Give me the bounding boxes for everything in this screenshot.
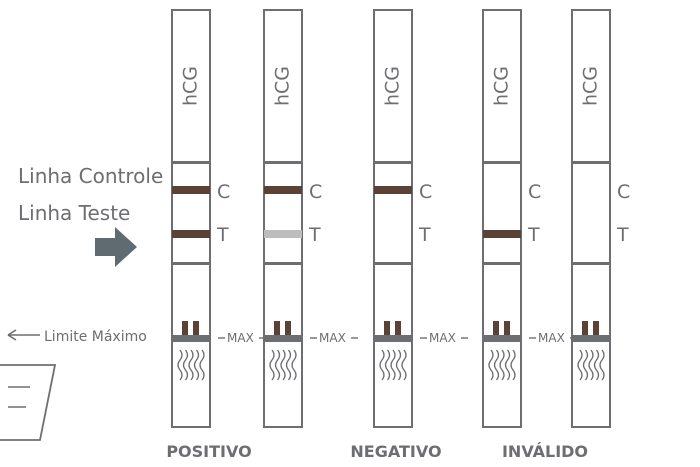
test-band xyxy=(172,230,210,238)
indicator-tab xyxy=(593,321,599,335)
indicator-tab xyxy=(274,321,280,335)
test-strip: hCG CT MAX xyxy=(263,9,358,428)
strip-bottom-section xyxy=(482,263,522,428)
indicator-tab xyxy=(582,321,588,335)
result-label: INVÁLIDO xyxy=(502,442,588,461)
test-strip: hCG CT MAX xyxy=(171,9,266,428)
t-label: T xyxy=(308,224,321,246)
result-window xyxy=(373,162,413,264)
cup-icon xyxy=(0,364,57,441)
c-label: C xyxy=(309,181,322,203)
strip-bottom-section xyxy=(571,263,611,428)
c-label: C xyxy=(617,181,630,203)
indicator-tab xyxy=(493,321,499,335)
max-label: MAX xyxy=(227,331,254,345)
absorbent-waves-icon xyxy=(177,349,205,381)
test-strip: hCG CT xyxy=(571,9,630,428)
result-window xyxy=(482,162,522,264)
max-label: MAX xyxy=(319,331,346,345)
c-label: C xyxy=(217,181,230,203)
control-band xyxy=(374,186,412,194)
control-line-label: Linha Controle xyxy=(18,164,163,188)
max-line-bar xyxy=(571,335,611,342)
arrow-right-icon xyxy=(95,227,137,267)
hcg-label: hCG xyxy=(580,66,602,106)
result-window xyxy=(171,162,211,264)
test-strip: hCG CT MAX xyxy=(482,9,577,428)
indicator-tab xyxy=(504,321,510,335)
absorbent-waves-icon xyxy=(577,349,605,381)
t-label: T xyxy=(527,224,540,246)
test-strip: hCG CT MAX xyxy=(373,9,468,428)
control-band xyxy=(264,186,302,194)
strip-bottom-section xyxy=(171,263,211,428)
indicator-tab xyxy=(193,321,199,335)
result-window xyxy=(571,162,611,264)
max-line-bar xyxy=(263,335,303,342)
hcg-label: hCG xyxy=(491,66,513,106)
hcg-label: hCG xyxy=(272,66,294,106)
t-label: T xyxy=(216,224,229,246)
t-label: T xyxy=(418,224,431,246)
result-window xyxy=(263,162,303,264)
indicator-tab xyxy=(182,321,188,335)
test-band xyxy=(264,230,302,238)
control-band xyxy=(172,186,210,194)
hcg-label: hCG xyxy=(382,66,404,106)
strip-bottom-section xyxy=(263,263,303,428)
max-line-bar xyxy=(171,335,211,342)
arrow-left-icon xyxy=(7,329,40,341)
absorbent-waves-icon xyxy=(379,349,407,381)
indicator-tab xyxy=(395,321,401,335)
result-label: POSITIVO xyxy=(166,442,251,461)
result-label: NEGATIVO xyxy=(350,442,441,461)
c-label: C xyxy=(419,181,432,203)
max-label: MAX xyxy=(429,331,456,345)
test-band xyxy=(483,230,521,238)
max-line-bar xyxy=(373,335,413,342)
strip-bottom-section xyxy=(373,263,413,428)
absorbent-waves-icon xyxy=(269,349,297,381)
test-line-label: Linha Teste xyxy=(18,201,130,225)
absorbent-waves-icon xyxy=(488,349,516,381)
t-label: T xyxy=(616,224,629,246)
indicator-tab xyxy=(384,321,390,335)
indicator-tab xyxy=(285,321,291,335)
max-limit-label: Limite Máximo xyxy=(44,329,147,345)
max-line-bar xyxy=(482,335,522,342)
hcg-label: hCG xyxy=(180,66,202,106)
max-label: MAX xyxy=(538,331,565,345)
c-label: C xyxy=(528,181,541,203)
